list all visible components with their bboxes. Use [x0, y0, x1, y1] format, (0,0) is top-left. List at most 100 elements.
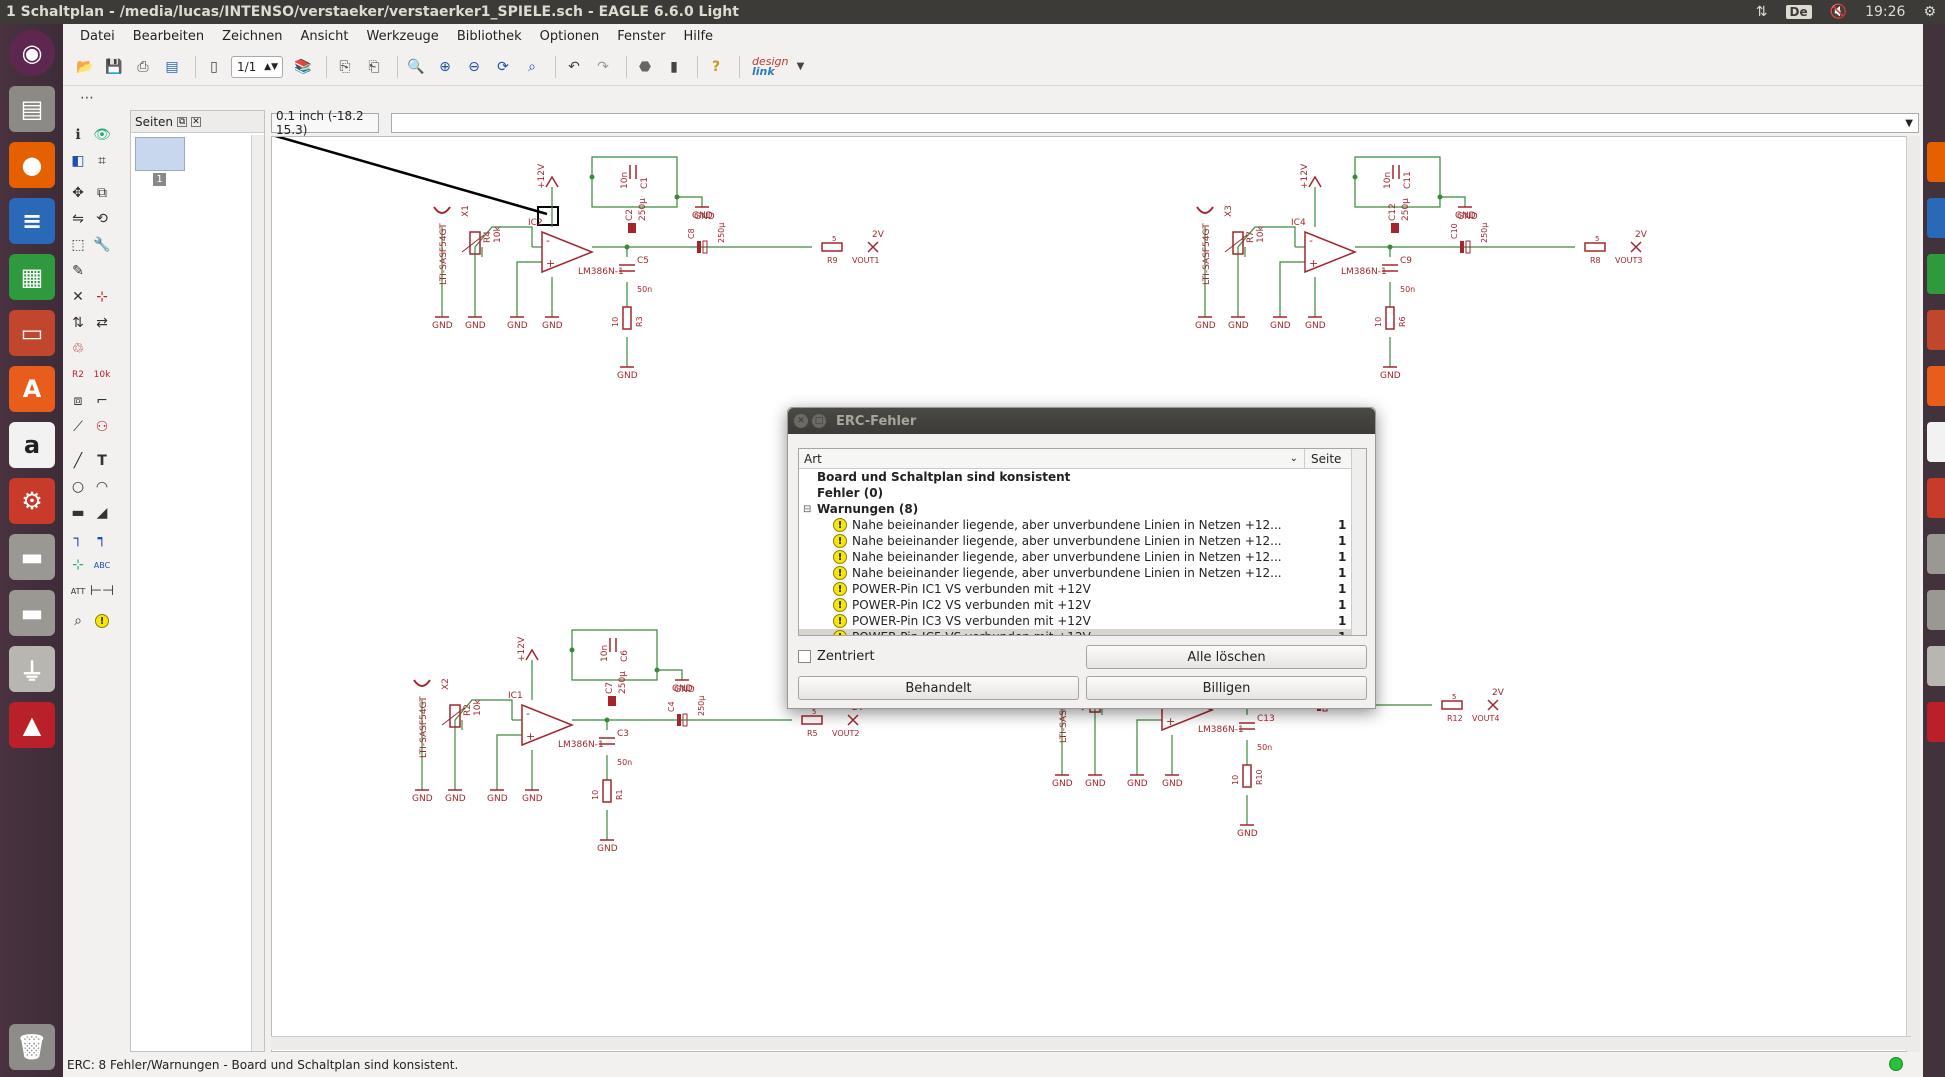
designlink-dropdown-icon[interactable]: ▼: [796, 61, 805, 72]
disk-drive-icon[interactable]: ▬: [9, 534, 55, 580]
change-icon[interactable]: 🔧: [93, 237, 111, 253]
undo-icon[interactable]: ↶: [568, 58, 580, 75]
menu-werkzeuge[interactable]: Werkzeuge: [366, 28, 439, 44]
erc-summary-row[interactable]: ⊟Warnungen (8): [799, 501, 1366, 517]
menu-zeichnen[interactable]: Zeichnen: [222, 28, 283, 44]
info-icon[interactable]: ℹ: [75, 127, 81, 143]
save-icon[interactable]: 💾: [105, 58, 123, 75]
keyboard-layout-indicator[interactable]: De: [1785, 5, 1812, 19]
menu-optionen[interactable]: Optionen: [539, 28, 600, 44]
print-icon[interactable]: ⎙: [137, 58, 149, 75]
disk-drive-icon-2[interactable]: ▬: [9, 590, 55, 636]
attribute-icon[interactable]: ATT: [70, 586, 86, 596]
add-icon[interactable]: ⊹: [96, 289, 108, 305]
menu-bearbeiten[interactable]: Bearbeiten: [132, 28, 205, 44]
move-icon[interactable]: ✥: [72, 185, 84, 201]
software-center-icon[interactable]: A: [9, 366, 55, 412]
show-icon[interactable]: 👁: [93, 127, 111, 143]
erc-warning-row[interactable]: !Nahe beieinander liegende, aber unverbu…: [799, 517, 1366, 533]
group-icon[interactable]: ⬚: [71, 237, 85, 253]
erc-tree-scrollbar[interactable]: [1351, 449, 1366, 635]
libreoffice-calc-icon[interactable]: ▦: [9, 254, 55, 300]
usb-drive-icon[interactable]: ⏚: [9, 646, 55, 692]
zoom-in-icon[interactable]: ⊕: [439, 58, 451, 75]
replace-icon[interactable]: ♲: [71, 341, 85, 357]
collapse-icon[interactable]: ⊟: [803, 503, 812, 515]
settings-edge-icon[interactable]: [1927, 478, 1945, 518]
menu-bibliothek[interactable]: Bibliothek: [456, 28, 522, 44]
files-icon[interactable]: ▤: [9, 86, 55, 132]
cam-processor-icon[interactable]: ▤: [165, 58, 179, 75]
clock[interactable]: 19:26: [1865, 4, 1906, 20]
libreoffice-impress-icon[interactable]: ▭: [9, 310, 55, 356]
zoom-select-icon[interactable]: ⌕: [528, 58, 536, 75]
use-library-icon[interactable]: 📚: [294, 58, 312, 75]
stop-icon[interactable]: ⬣: [638, 58, 652, 75]
erc-warning-row[interactable]: !Nahe beieinander liegende, aber unverbu…: [799, 565, 1366, 581]
delete-icon[interactable]: ✕: [72, 289, 84, 305]
copy-icon[interactable]: ⧉: [97, 185, 107, 201]
name-icon[interactable]: R2: [72, 370, 84, 380]
amazon-edge-icon[interactable]: [1927, 422, 1945, 462]
zoom-fit-icon[interactable]: 🔍: [407, 58, 425, 75]
grid-icon[interactable]: ⋯: [80, 90, 94, 106]
column-sort-icon[interactable]: ⌄: [1289, 453, 1298, 464]
miter-icon[interactable]: ⌐: [96, 393, 108, 409]
pinswap-icon[interactable]: ⇅: [72, 315, 84, 331]
text-icon[interactable]: T: [97, 453, 107, 469]
net-icon[interactable]: ┑: [97, 531, 107, 547]
command-history-dropdown-icon[interactable]: ▼: [1905, 117, 1913, 129]
redo-icon[interactable]: ↷: [597, 58, 609, 75]
amazon-icon[interactable]: a: [9, 422, 55, 468]
eagle-edge-icon[interactable]: [1927, 702, 1945, 742]
go-icon[interactable]: ▮: [670, 58, 678, 75]
gateswap-icon[interactable]: ⇄: [96, 315, 108, 331]
open-folder-icon[interactable]: 📂: [76, 58, 94, 75]
value-icon[interactable]: 10k: [93, 370, 111, 380]
canvas-horizontal-scrollbar[interactable]: [271, 1036, 1911, 1050]
firefox-edge-icon[interactable]: [1927, 142, 1945, 182]
zentriert-checkbox-box[interactable]: [798, 650, 811, 663]
junction-icon[interactable]: ⊹: [72, 557, 84, 573]
wire-icon[interactable]: ╱: [73, 453, 83, 469]
help-icon[interactable]: ?: [711, 58, 721, 75]
script-icon[interactable]: ⎘: [339, 58, 351, 75]
system-settings-icon[interactable]: ⚙: [9, 478, 55, 524]
canvas-vertical-scrollbar[interactable]: [1906, 136, 1920, 1052]
erc-warning-row[interactable]: !Nahe beieinander liegende, aber unverbu…: [799, 533, 1366, 549]
zoom-out-icon[interactable]: ⊖: [468, 58, 480, 75]
erc-icon[interactable]: !: [91, 610, 113, 632]
polygon-icon[interactable]: ◢: [96, 505, 108, 521]
erc-summary-row[interactable]: Fehler (0): [799, 485, 1366, 501]
menu-fenster[interactable]: Fenster: [617, 28, 666, 44]
smash-icon[interactable]: ⧈: [73, 393, 83, 409]
rotate-icon[interactable]: ⟲: [96, 211, 108, 227]
dialog-close-icon[interactable]: ✕: [794, 414, 808, 428]
mark-icon[interactable]: ⌗: [98, 153, 106, 169]
paste-icon[interactable]: ✎: [72, 263, 84, 279]
column-seite[interactable]: Seite: [1305, 449, 1350, 468]
invoke-icon[interactable]: ⚇: [95, 419, 109, 435]
ubuntu-dash-icon[interactable]: ◉: [9, 30, 55, 76]
dialog-maximize-icon[interactable]: □: [812, 414, 826, 428]
zentriert-checkbox[interactable]: Zentriert: [798, 649, 875, 664]
sheets-scrollbar[interactable]: [251, 135, 264, 1051]
rect-icon[interactable]: ▬: [71, 505, 85, 521]
float-panel-icon[interactable]: ⧉: [177, 116, 188, 127]
ulp-icon[interactable]: ⎗: [368, 58, 380, 75]
erc-warning-row[interactable]: !Nahe beieinander liegende, aber unverbu…: [799, 549, 1366, 565]
label-icon[interactable]: ABC: [93, 560, 111, 570]
erc-summary-row[interactable]: Board und Schaltplan sind konsistent: [799, 469, 1366, 485]
close-panel-icon[interactable]: ✕: [191, 116, 202, 127]
arc-icon[interactable]: ◠: [95, 479, 109, 495]
sheet-thumbnail[interactable]: [135, 137, 185, 171]
disk-edge-icon-2[interactable]: [1927, 590, 1945, 630]
sheet-icon[interactable]: ▯: [210, 58, 218, 75]
mirror-icon[interactable]: ⇋: [72, 211, 84, 227]
trash-icon[interactable]: 🗑: [9, 1024, 55, 1070]
handled-button[interactable]: Behandelt: [798, 676, 1079, 700]
